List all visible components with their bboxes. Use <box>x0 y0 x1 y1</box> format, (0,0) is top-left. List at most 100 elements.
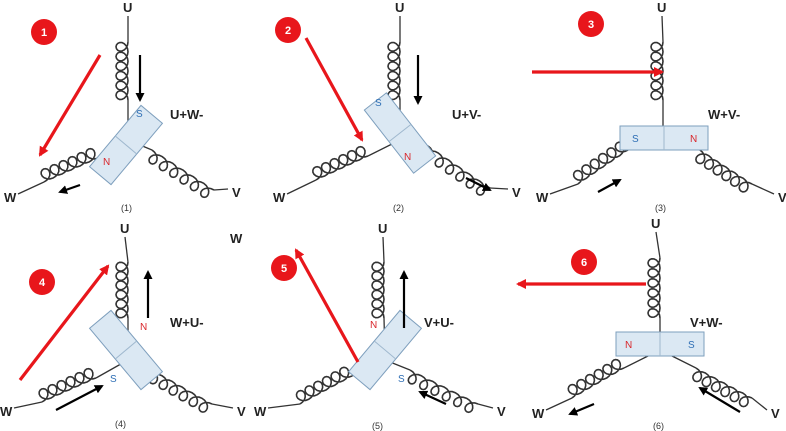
coil-u <box>647 257 661 319</box>
north-pole-label: N <box>370 320 377 331</box>
u-wire <box>124 236 129 263</box>
terminal-u-label: U <box>123 0 132 15</box>
terminal-w-label: W <box>536 190 549 205</box>
current-arrow-2 <box>465 177 492 191</box>
field-arrow <box>294 248 360 363</box>
commutation-state-label: W+U- <box>170 315 204 330</box>
panel-caption: (5) <box>372 421 383 431</box>
commutation-state-label: V+W- <box>690 315 723 330</box>
rotor-magnet <box>619 125 709 151</box>
magnet-divider <box>388 123 412 143</box>
current-arrow-2 <box>55 385 104 411</box>
w-wire <box>549 183 579 195</box>
w-wire <box>286 179 317 195</box>
rotor-magnet <box>347 309 423 391</box>
north-pole-label: N <box>404 152 411 163</box>
step-badge <box>29 269 55 295</box>
coil-u <box>371 261 385 319</box>
terminal-w-label: W <box>4 190 17 205</box>
terminal-u-label: U <box>120 221 129 236</box>
north-pole-label: N <box>690 134 697 145</box>
terminal-w-label: W <box>273 190 286 205</box>
coil-u <box>115 261 129 319</box>
panel-caption: (1) <box>121 203 132 213</box>
current-arrow-1 <box>698 386 741 413</box>
w-wire <box>545 397 573 411</box>
coil-v <box>423 145 491 196</box>
w-wire <box>17 181 45 195</box>
current-arrow-1 <box>597 179 622 193</box>
rotor-magnet <box>363 92 437 174</box>
current-arrow-2 <box>58 183 81 194</box>
step-badge <box>578 11 604 37</box>
terminal-w-label: W <box>532 406 545 421</box>
commutation-state-label: U+V- <box>452 107 481 122</box>
coil-v <box>148 149 215 199</box>
coil-w <box>572 141 629 185</box>
step-number: 6 <box>581 257 587 269</box>
v-wire <box>751 183 775 195</box>
stray-w-label: W <box>230 231 243 246</box>
coil-w <box>38 367 97 403</box>
coil-u <box>387 41 401 101</box>
south-pole-label: S <box>398 374 405 385</box>
field-arrow <box>38 54 102 157</box>
terminal-v-label: V <box>232 185 241 200</box>
north-pole-label: N <box>140 322 147 333</box>
terminal-w-label: W <box>254 404 267 419</box>
terminal-v-label: V <box>778 190 786 205</box>
step-number: 3 <box>588 19 594 31</box>
south-pole-label: S <box>632 134 639 145</box>
terminal-u-label: U <box>657 0 666 15</box>
u-wire <box>382 236 385 263</box>
magnet-divider <box>114 135 138 155</box>
coil-w <box>295 366 353 405</box>
commutation-state-label: W+V- <box>708 107 740 122</box>
v-wire <box>477 403 494 409</box>
terminal-v-label: V <box>237 404 246 419</box>
magnet-divider <box>373 340 397 360</box>
w-wire <box>13 401 43 409</box>
v-wire <box>751 397 768 411</box>
step-badge <box>31 19 57 45</box>
v-wire <box>213 188 229 191</box>
panel-caption: (3) <box>655 203 666 213</box>
coil-w <box>312 145 369 181</box>
v-wire <box>211 403 234 409</box>
step-badge <box>571 249 597 275</box>
coil-v <box>148 369 213 413</box>
panel-3: N S 3 U W V W+V- (3) <box>532 0 786 213</box>
field-arrow <box>304 37 364 142</box>
terminal-u-label: U <box>651 216 660 231</box>
step-number: 5 <box>281 263 287 275</box>
south-pole-label: S <box>110 374 117 385</box>
terminal-v-label: V <box>512 185 521 200</box>
magnet-divider <box>114 340 138 360</box>
rotor-magnet <box>88 309 164 391</box>
north-pole-label: N <box>103 157 110 168</box>
terminal-v-label: V <box>771 406 780 421</box>
commutation-state-label: V+U- <box>424 315 454 330</box>
coil-v <box>407 369 479 414</box>
terminal-v-label: V <box>497 404 506 419</box>
coil-w <box>567 358 625 399</box>
commutation-state-label: U+W- <box>170 107 203 122</box>
south-pole-label: S <box>136 109 143 120</box>
current-arrow-2 <box>568 402 595 416</box>
coil-u <box>115 41 129 101</box>
south-pole-label: S <box>688 340 695 351</box>
panel-caption: (4) <box>115 419 126 429</box>
u-wire <box>661 15 664 43</box>
panel-caption: (6) <box>653 421 664 431</box>
v-wire <box>489 187 509 190</box>
current-arrow-2 <box>418 390 447 405</box>
panel-caption: (2) <box>393 203 404 213</box>
step-badge <box>275 17 301 43</box>
terminal-u-label: U <box>395 0 404 15</box>
rotor-magnet <box>615 331 705 357</box>
